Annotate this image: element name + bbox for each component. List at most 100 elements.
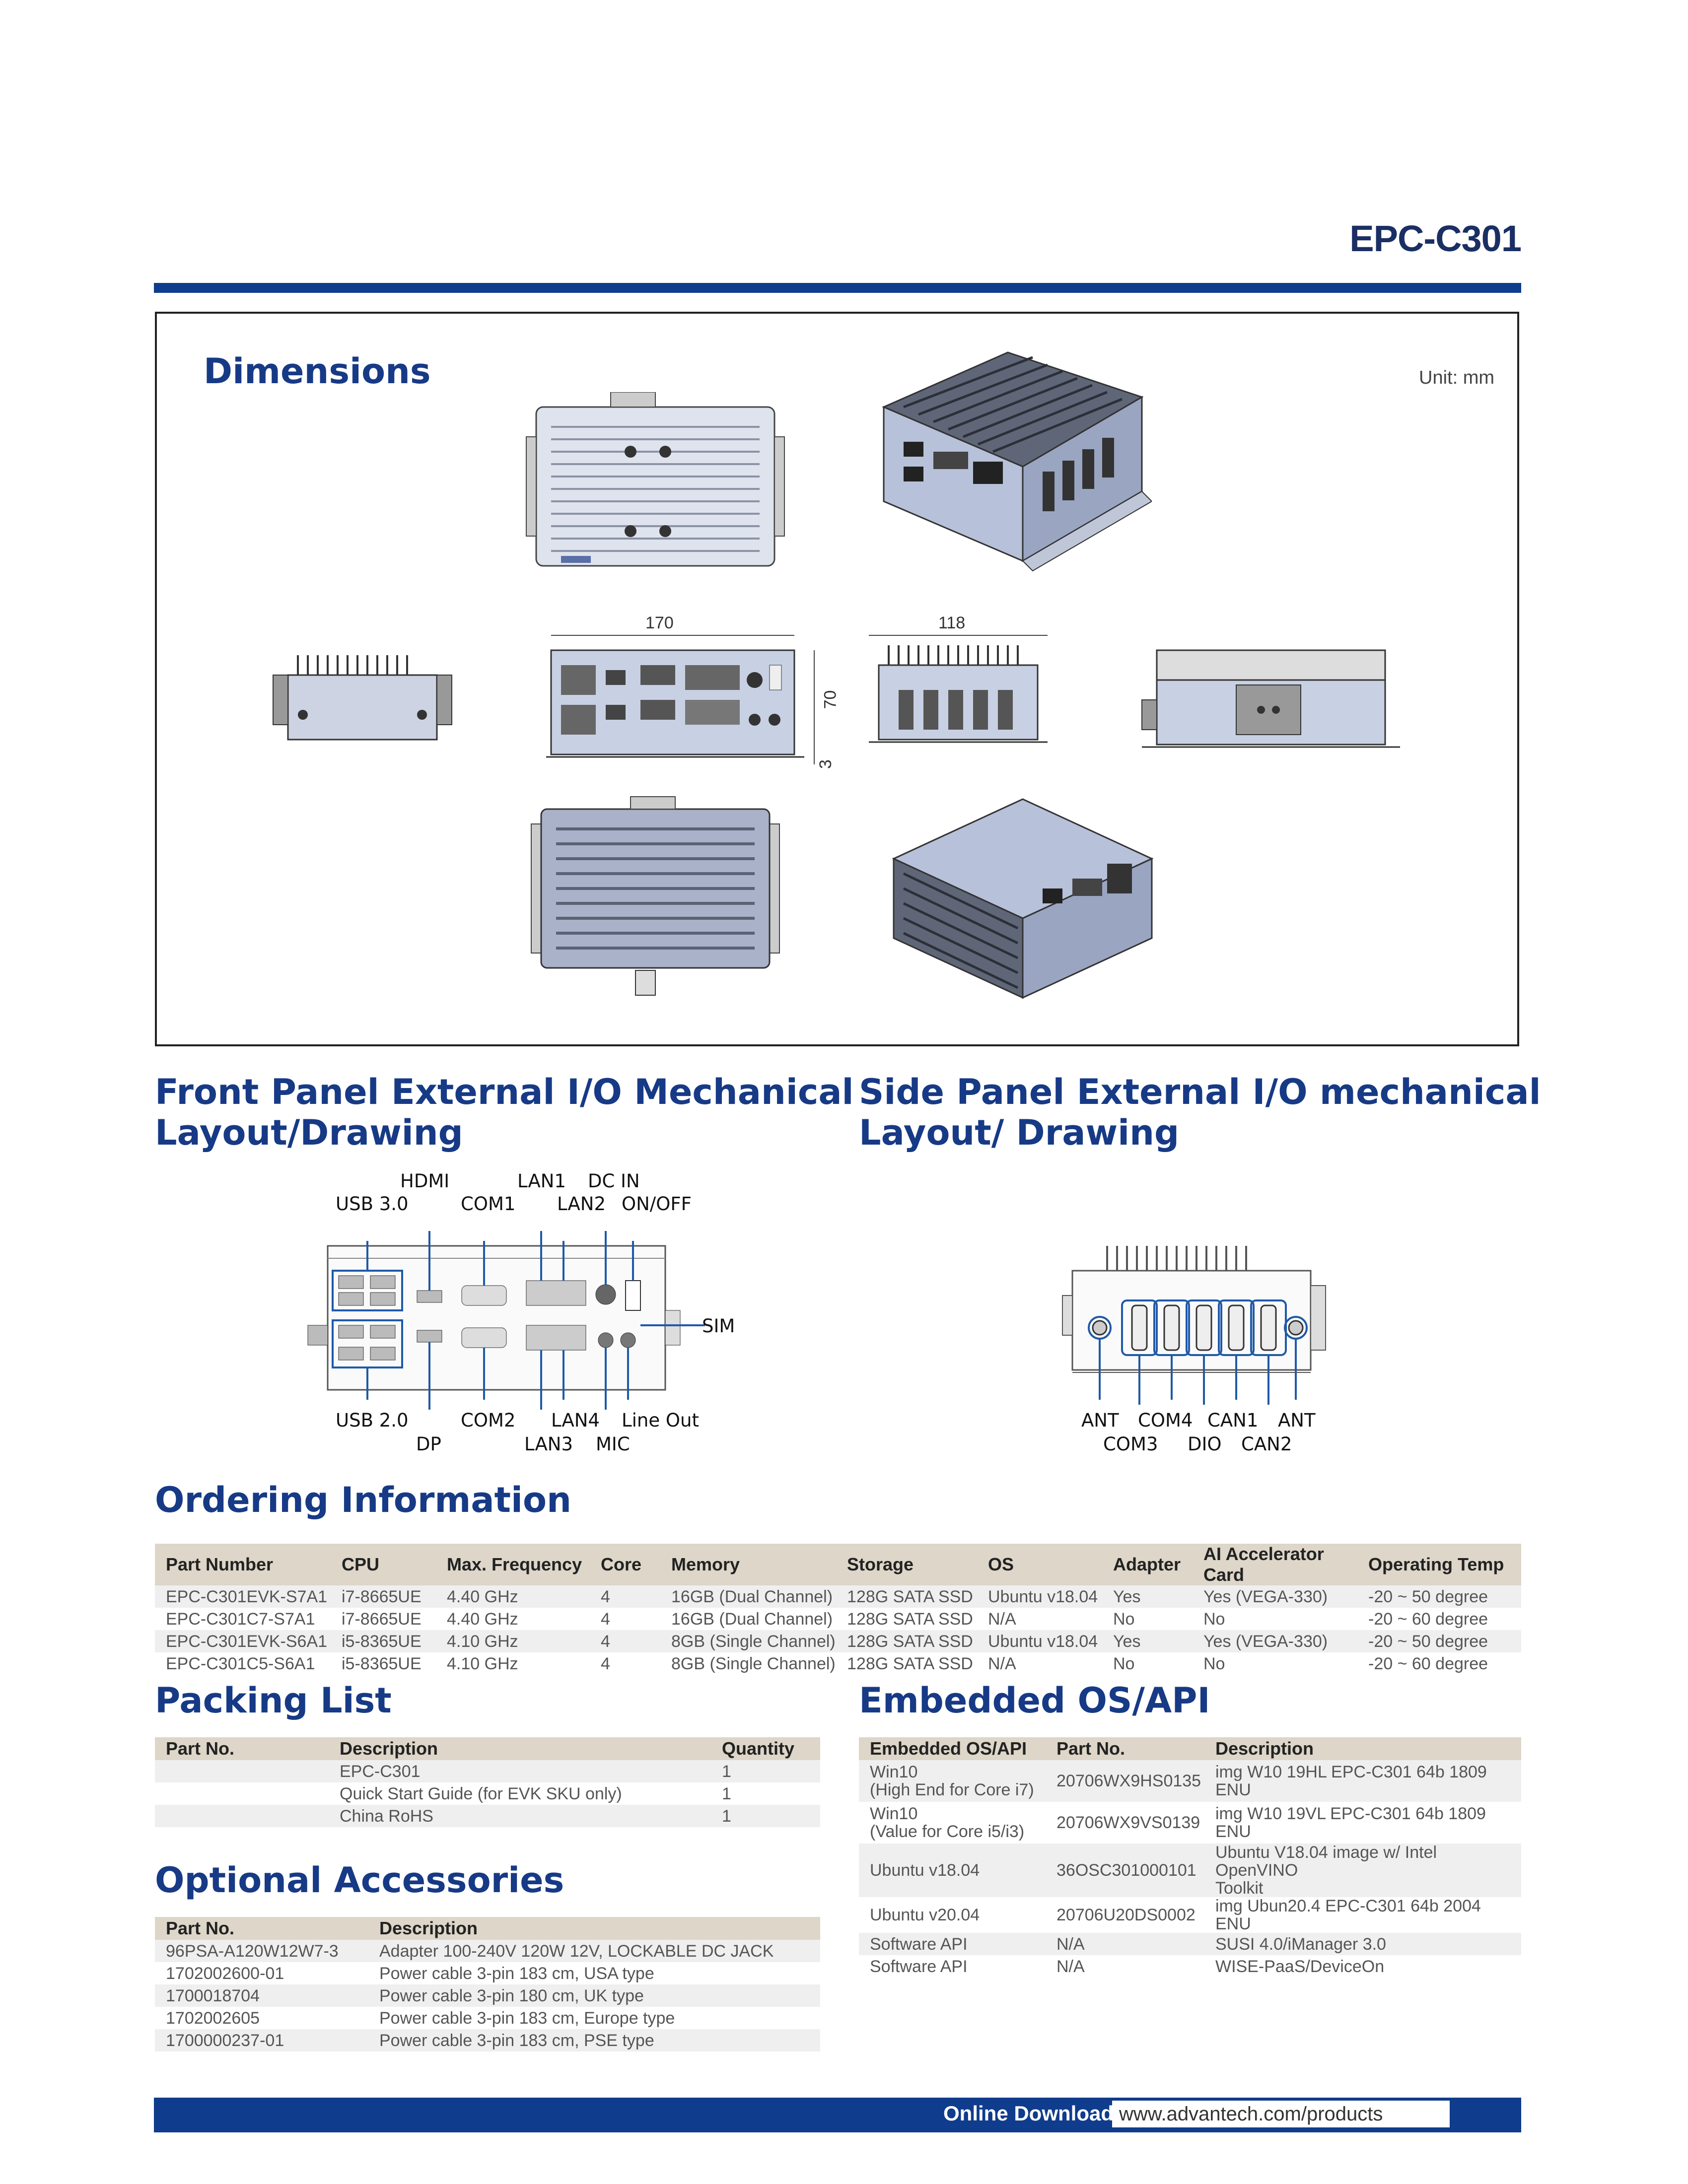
packing-cell: China RoHS <box>329 1805 711 1827</box>
os-api-cell: img W10 19HL EPC-C301 64b 1809 ENU <box>1204 1760 1521 1802</box>
ordering-cell: -20 ~ 50 degree <box>1357 1630 1521 1652</box>
label-lan1: LAN1 <box>517 1170 566 1192</box>
ordering-column-header: CPU <box>331 1544 436 1585</box>
label-sim: SIM <box>702 1315 735 1337</box>
front-view-drawing <box>546 635 815 764</box>
dim-foot: 3 <box>816 759 835 769</box>
dimensions-box <box>155 312 1519 1046</box>
label-mic: MIC <box>596 1433 630 1455</box>
os-api-cell: 36OSC301000101 <box>1046 1843 1204 1897</box>
accessories-cell: Power cable 3-pin 183 cm, USA type <box>379 1964 654 1983</box>
ordering-cell: 4.40 GHz <box>436 1585 590 1608</box>
ordering-cell: 128G SATA SSD <box>847 1654 973 1673</box>
dim-height: 70 <box>821 690 840 709</box>
os-api-cell: N/A <box>1046 1933 1204 1955</box>
ordering-column-header: AI Accelerator Card <box>1193 1544 1357 1585</box>
label-ant-right: ANT <box>1278 1410 1316 1431</box>
ordering-heading: Ordering Information <box>155 1480 571 1520</box>
label-lan4: LAN4 <box>551 1410 600 1431</box>
ordering-cell: 16GB (Dual Channel) <box>660 1585 836 1608</box>
accessories-cell: 1702002600-01 <box>166 1964 284 1983</box>
accessories-cell: 1702002605 <box>166 2008 260 2028</box>
ordering-cell: 128G SATA SSD <box>847 1609 973 1629</box>
ordering-cell: 4.40 GHz <box>447 1609 518 1629</box>
packing-column-header: Quantity <box>711 1737 820 1760</box>
ordering-cell: Yes (VEGA-330) <box>1193 1630 1357 1652</box>
label-lan3: LAN3 <box>524 1433 573 1455</box>
ordering-cell: 4 <box>601 1654 610 1673</box>
ordering-cell: 128G SATA SSD <box>836 1630 977 1652</box>
label-usb20: USB 2.0 <box>336 1410 409 1431</box>
isometric-view-bottom <box>892 798 1154 999</box>
ordering-cell: No <box>1203 1609 1225 1629</box>
ordering-cell: N/A <box>988 1654 1016 1673</box>
isometric-view-front <box>882 351 1152 572</box>
os-api-cell: WISE-PaaS/DeviceOn <box>1215 1957 1385 1976</box>
ordering-column-header: Adapter <box>1102 1544 1193 1585</box>
ordering-column-header: Operating Temp <box>1357 1544 1521 1585</box>
ordering-cell: 8GB (Single Channel) <box>660 1630 836 1652</box>
packing-cell: 1 <box>711 1805 820 1827</box>
packing-cell <box>155 1805 329 1827</box>
os-api-row: Win10 (Value for Core i5/i3)20706WX9VS01… <box>859 1802 1521 1843</box>
os-api-row: Win10 (High End for Core i7)20706WX9HS01… <box>859 1760 1521 1802</box>
os-api-cell: img W10 19VL EPC-C301 64b 1809 ENU <box>1215 1804 1486 1841</box>
label-lan2: LAN2 <box>557 1193 606 1215</box>
online-download-label: Online Download <box>943 2102 1114 2125</box>
os-api-cell: Software API <box>859 1933 1046 1955</box>
front-panel-io-drawing <box>307 1231 705 1410</box>
os-api-cell: img Ubun20.4 EPC-C301 64b 2004 ENU <box>1215 1897 1481 1933</box>
left-side-view <box>273 655 452 741</box>
ordering-cell: Yes <box>1102 1585 1193 1608</box>
top-view-drawing <box>526 392 785 567</box>
packing-cell: Quick Start Guide (for EVK SKU only) <box>340 1784 622 1803</box>
ordering-cell: i7-8665UE <box>342 1609 422 1629</box>
accessories-cell: Power cable 3-pin 183 cm, PSE type <box>368 2029 820 2051</box>
os-api-cell: Ubuntu v20.04 <box>870 1906 980 1924</box>
ordering-cell: -20 ~ 60 degree <box>1368 1609 1488 1629</box>
dimensions-heading: Dimensions <box>204 351 431 392</box>
os-api-row: Ubuntu v20.04 20706U20DS0002 img Ubun20.4 … <box>859 1897 1521 1933</box>
side-panel-io-drawing <box>1062 1246 1326 1405</box>
ordering-cell: i7-8665UE <box>331 1585 436 1608</box>
os-api-heading: Embedded OS/API <box>859 1680 1210 1721</box>
os-api-cell: 20706U20DS0002 <box>1056 1906 1196 1924</box>
packing-heading: Packing List <box>155 1680 392 1721</box>
ordering-cell: EPC-C301C7-S7A1 <box>166 1609 315 1629</box>
packing-cell: EPC-C301 <box>329 1760 711 1782</box>
online-download-link[interactable]: www.advantech.com/products <box>1112 2101 1450 2127</box>
label-onoff: ON/OFF <box>622 1193 692 1215</box>
ordering-column-header: Storage <box>836 1544 977 1585</box>
ordering-cell: No <box>1113 1654 1135 1673</box>
os-api-cell: SUSI 4.0/iManager 3.0 <box>1204 1933 1521 1955</box>
front-panel-heading-1: Front Panel External I/O Mechanical <box>155 1072 854 1112</box>
dim-width: 170 <box>645 614 674 632</box>
packing-cell <box>155 1782 329 1805</box>
packing-column-header: Description <box>329 1737 711 1760</box>
label-dp: DP <box>416 1433 441 1455</box>
ordering-cell: -20 ~ 60 degree <box>1368 1654 1488 1673</box>
accessories-cell: 96PSA-A120W12W7-3 <box>155 1940 368 1962</box>
ordering-column-header: Max. Frequency <box>436 1544 590 1585</box>
ordering-column-header: Part Number <box>155 1544 331 1585</box>
ordering-cell: 4 <box>590 1630 660 1652</box>
ordering-cell: Ubuntu v18.04 <box>977 1585 1102 1608</box>
header-rule <box>154 283 1521 293</box>
ordering-cell: 128G SATA SSD <box>836 1585 977 1608</box>
os-api-column-header: Description <box>1204 1737 1521 1760</box>
ordering-cell: No <box>1203 1654 1225 1673</box>
ordering-cell: 4.10 GHz <box>436 1630 590 1652</box>
side-view-drawing <box>869 635 1048 743</box>
accessories-cell: 1700000237-01 <box>155 2029 368 2051</box>
label-hdmi: HDMI <box>400 1170 450 1192</box>
